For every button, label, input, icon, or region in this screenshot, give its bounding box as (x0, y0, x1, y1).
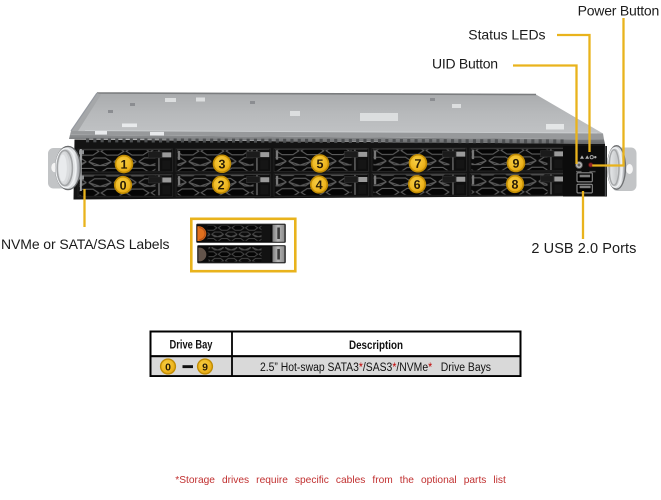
svg-text:0: 0 (165, 361, 171, 373)
svg-text:UID Button: UID Button (432, 56, 498, 72)
svg-text:5: 5 (316, 157, 323, 171)
svg-text:9: 9 (512, 157, 519, 171)
svg-text:4: 4 (316, 178, 323, 192)
svg-text:3: 3 (218, 157, 225, 171)
svg-text:7: 7 (414, 157, 421, 171)
svg-text:Status LEDs: Status LEDs (468, 27, 545, 43)
svg-text:2 USB 2.0 Ports: 2 USB 2.0 Ports (531, 241, 636, 257)
svg-text:*Storage drives require specif: *Storage drives require specific cables … (175, 475, 506, 486)
svg-text:NVMe or SATA/SAS Labels: NVMe or SATA/SAS Labels (1, 236, 170, 252)
svg-text:1: 1 (120, 158, 127, 172)
svg-text:Description: Description (349, 338, 403, 352)
svg-text:2.5” Hot-swap SATA3*/SAS3*/NVM: 2.5” Hot-swap SATA3*/SAS3*/NVMe* Drive B… (260, 362, 491, 374)
svg-text:Power Button: Power Button (578, 3, 660, 19)
svg-text:9: 9 (202, 361, 208, 373)
svg-text:0: 0 (120, 179, 127, 193)
svg-text:6: 6 (414, 178, 421, 192)
svg-text:Drive Bay: Drive Bay (170, 337, 213, 351)
svg-text:8: 8 (512, 178, 519, 192)
svg-text:2: 2 (218, 178, 225, 192)
